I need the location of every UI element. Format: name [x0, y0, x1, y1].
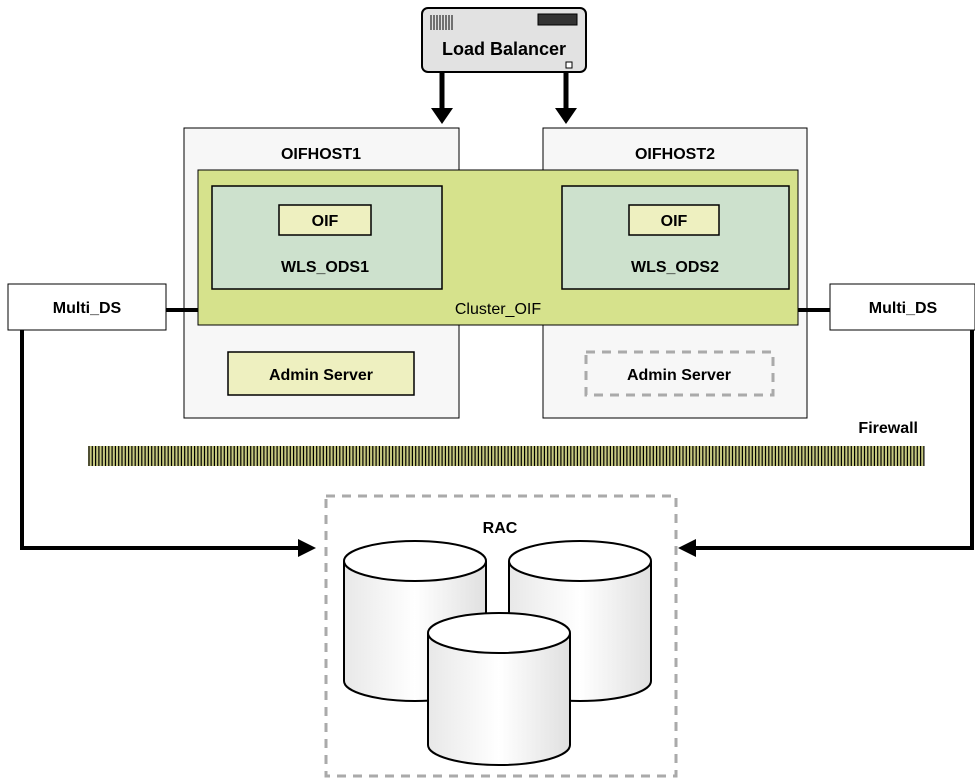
host-1-label: OIFHOST1	[281, 146, 361, 163]
load-balancer-label: Load Balancer	[442, 39, 566, 59]
admin-server-label-2: Admin Server	[627, 367, 731, 384]
database-icon	[427, 612, 571, 766]
oif-component-1	[278, 204, 372, 236]
oif-label-1: OIF	[312, 213, 339, 230]
multi-ds-left-label: Multi_DS	[53, 300, 122, 317]
oif-label-2: OIF	[661, 213, 688, 230]
load-balancer: Load Balancer	[421, 7, 587, 73]
cluster-label: Cluster_OIF	[455, 301, 541, 318]
server-label-1: WLS_ODS1	[281, 259, 369, 276]
server-box-1	[211, 185, 443, 290]
lb-arrows	[431, 72, 577, 124]
vent-icon	[430, 15, 453, 30]
server-label-2: WLS_ODS2	[631, 259, 719, 276]
rac-arrows	[20, 330, 974, 557]
rac-box	[324, 494, 678, 778]
rac-label: RAC	[483, 520, 518, 537]
multi-ds-left	[7, 283, 167, 331]
admin-server-box-2	[584, 350, 775, 397]
oif-component-2	[628, 204, 720, 236]
firewall-bar	[88, 446, 925, 466]
admin-server-box-1	[227, 351, 415, 396]
firewall-label: Firewall	[858, 420, 918, 437]
display-icon	[537, 13, 578, 26]
multi-ds-right	[829, 283, 975, 331]
admin-server-label-1: Admin Server	[269, 367, 373, 384]
host-2-label: OIFHOST2	[635, 146, 715, 163]
multi-ds-right-label: Multi_DS	[869, 300, 938, 317]
server-box-2	[561, 185, 790, 290]
port-icon	[565, 61, 573, 69]
